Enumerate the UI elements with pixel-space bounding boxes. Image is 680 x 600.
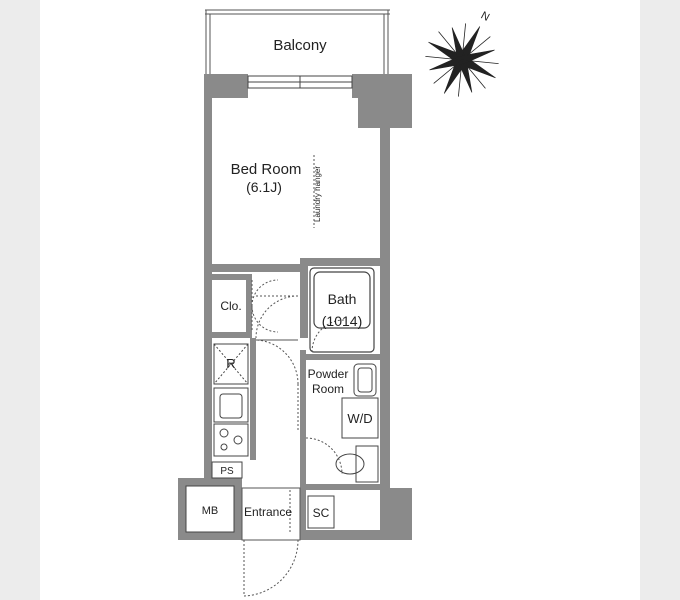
wall-left (204, 74, 212, 474)
refrigerator (213, 343, 249, 385)
wall-closet-top (212, 274, 250, 280)
powder-door (305, 437, 343, 475)
bedroom-size-label: (6.1J) (246, 179, 282, 195)
wall-closet-bottom (212, 332, 252, 338)
bedroom-label: Bed Room (231, 161, 302, 178)
bath-door (311, 319, 345, 353)
balcony (205, 9, 390, 76)
bedroom-door (255, 295, 299, 339)
meter-box (185, 485, 235, 533)
wall-mb-right (234, 478, 242, 540)
washer-dryer (341, 397, 379, 439)
wall-kitchen-right (250, 338, 256, 460)
column-top-right (358, 74, 412, 128)
powder-room-label-line2: Room (312, 382, 344, 396)
washer-dryer-label: W/D (347, 411, 372, 426)
powder-room-label-line1: Powder (308, 367, 349, 381)
wall-powder-bottom (306, 484, 386, 490)
hallway-doors (255, 339, 299, 430)
shoe-closet-label: SC (313, 506, 330, 520)
balcony-label: Balcony (273, 37, 327, 54)
compass-north-label: N (479, 10, 492, 24)
refrigerator-label: R (226, 356, 235, 371)
bath-label: Bath (328, 291, 357, 307)
floor-plan-sheet (40, 0, 640, 600)
powder-sink (353, 363, 377, 397)
closet-door (251, 279, 279, 333)
wall-right (380, 120, 390, 492)
toilet (335, 445, 379, 483)
wall-bedroom-bottom-left (212, 264, 308, 272)
bath-size-label: (1014) (322, 313, 362, 329)
wall-bath-bottom (306, 354, 380, 360)
wall-bottom (300, 530, 412, 540)
kitchen-sink (213, 387, 249, 423)
wall-entrance-right (300, 488, 306, 536)
shoe-closet-box (307, 495, 335, 529)
wall-mb-left (178, 478, 186, 540)
wall-bedroom-bottom-right (300, 258, 380, 266)
wall-powder-left (300, 350, 306, 492)
kitchen-stove (213, 423, 249, 457)
closet-label: Clo. (220, 299, 241, 313)
compass-rose: N (425, 10, 499, 97)
wall-mb-bottom (178, 532, 242, 540)
pipe-space-label: PS (220, 466, 234, 477)
wall-bath-left (300, 258, 308, 338)
wall-mb-top (178, 478, 242, 486)
front-door (243, 539, 299, 597)
meter-box-label: MB (202, 505, 219, 517)
bedroom-window (247, 75, 353, 89)
wall-closet-right (246, 274, 252, 336)
pipe-space-box (211, 461, 243, 479)
entrance-label: Entrance (244, 505, 292, 519)
laundry-hanger-label: Laundry hanger (313, 166, 322, 222)
bathtub (309, 267, 375, 353)
